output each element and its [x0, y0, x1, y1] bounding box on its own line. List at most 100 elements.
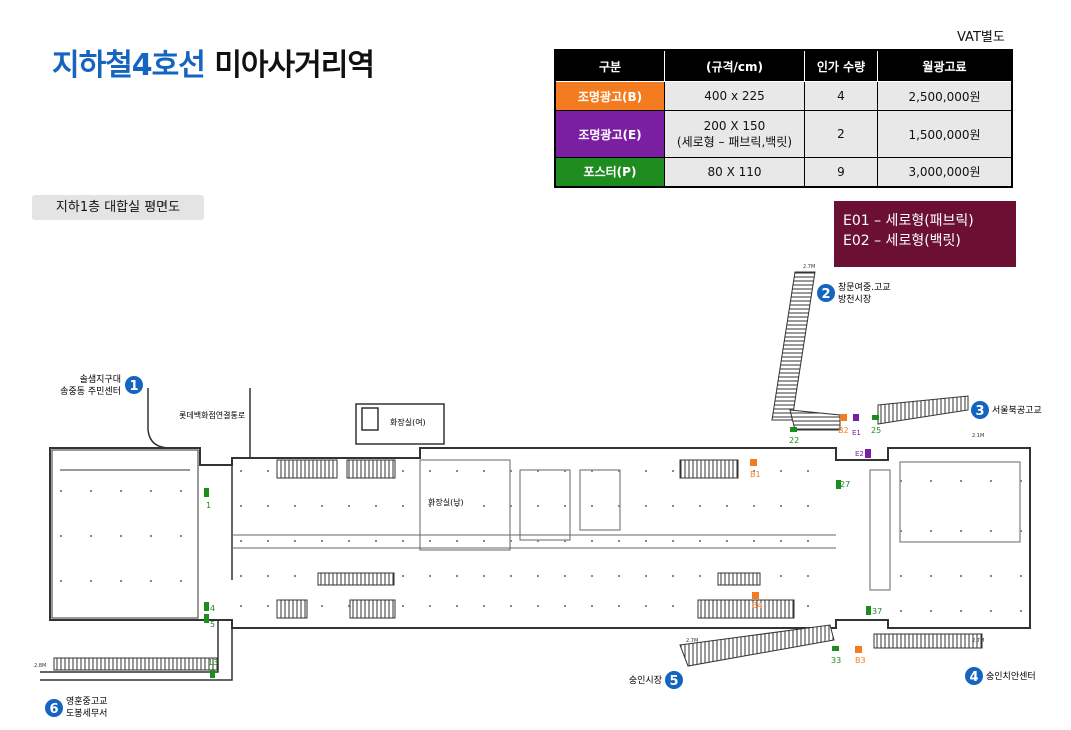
svg-text:1: 1	[206, 501, 211, 510]
interior-walls	[232, 459, 1021, 591]
column-dot	[900, 480, 902, 482]
column-dot	[90, 535, 92, 537]
column-dot	[960, 530, 962, 532]
column-dot	[456, 470, 458, 472]
legend-box: E01 – 세로형(패브릭) E02 – 세로형(백릿)	[834, 201, 1016, 267]
column-dot	[591, 575, 593, 577]
exit-5-number: 5	[669, 674, 678, 689]
lotte-passage-label: 롯데백화점연결통로	[179, 410, 245, 420]
size-text: 400 x 225	[704, 89, 765, 103]
column-dot	[564, 605, 566, 607]
column-dot	[402, 540, 404, 542]
column-dot	[618, 540, 620, 542]
column-dot	[483, 540, 485, 542]
column-dot	[699, 540, 701, 542]
column-dot	[537, 505, 539, 507]
price-table: 구분 (규격/cm) 인가 수량 월광고료 조명광고(B) 400 x 225 …	[554, 49, 1013, 188]
poster-marker-1: 1	[204, 488, 211, 510]
fee-cell: 1,500,000원	[877, 110, 1013, 158]
billboard-markers: B1 B2 B3 B4	[750, 414, 866, 665]
floor-plan-label: 지하1층 대합실 평면도	[32, 195, 204, 220]
svg-text:4: 4	[210, 604, 215, 613]
column-dot	[930, 610, 932, 612]
column-dot	[483, 505, 485, 507]
column-dot	[483, 605, 485, 607]
exit-2-label-1: 창문여중.고교	[838, 281, 891, 293]
column-dot	[726, 505, 728, 507]
svg-text:25: 25	[871, 426, 881, 435]
column-dot	[375, 505, 377, 507]
poster-marker-5: 5	[204, 614, 215, 629]
svg-text:5: 5	[210, 620, 215, 629]
column-dot	[240, 470, 242, 472]
svg-text:B1: B1	[750, 470, 761, 479]
column-dot	[402, 470, 404, 472]
legend-line-e02: E02 – 세로형(백릿)	[843, 233, 961, 249]
column-dot	[618, 605, 620, 607]
qty-cell: 9	[804, 157, 878, 187]
exit-1-label-1: 솔샘지구대	[80, 374, 121, 385]
svg-text:E1: E1	[852, 429, 861, 437]
exit-2-badge: 2 창문여중.고교 방천시장	[817, 281, 891, 305]
column-dot	[60, 580, 62, 582]
svg-text:22: 22	[789, 436, 799, 445]
stairs	[53, 271, 983, 671]
column-dot	[900, 530, 902, 532]
column-dot	[990, 480, 992, 482]
column-dot	[930, 530, 932, 532]
page-title: 지하철4호선 미아사거리역	[52, 40, 375, 84]
column-dot	[672, 605, 674, 607]
column-dot	[483, 575, 485, 577]
restroom-male-label: 화장실(남)	[428, 497, 464, 507]
exit-6-badge: 6 영훈중고교 도봉세무서	[45, 695, 107, 719]
size-cell: 400 x 225	[664, 81, 805, 111]
legend-line-e01: E01 – 세로형(패브릭)	[843, 213, 974, 229]
column-dot	[402, 505, 404, 507]
column-dot	[990, 530, 992, 532]
column-dot	[618, 470, 620, 472]
column-dot	[537, 540, 539, 542]
column-dot	[591, 540, 593, 542]
column-dot	[348, 540, 350, 542]
column-dot	[537, 605, 539, 607]
column-dot	[960, 575, 962, 577]
column-dot	[591, 505, 593, 507]
svg-text:B3: B3	[855, 656, 866, 665]
billboard-marker-b1: B1	[750, 459, 761, 479]
column-dot	[267, 540, 269, 542]
table-row: 포스터(P) 80 X 110 9 3,000,000원	[554, 157, 1013, 187]
column-dot	[1020, 530, 1022, 532]
exit-5-label-1: 숭인시장	[629, 675, 662, 686]
column-dot	[267, 605, 269, 607]
column-dot	[90, 580, 92, 582]
exit-2-number: 2	[821, 287, 830, 302]
concourse-walls	[49, 447, 1031, 629]
column-dot	[645, 575, 647, 577]
exit-4-number: 4	[969, 670, 978, 685]
column-dot	[807, 605, 809, 607]
column-dot	[456, 540, 458, 542]
price-table-header: 구분 (규격/cm) 인가 수량 월광고료	[554, 49, 1013, 82]
column-dot	[591, 605, 593, 607]
svg-text:27: 27	[840, 480, 850, 489]
exit-5-badge: 5 숭인시장	[629, 671, 683, 689]
svg-text:B2: B2	[838, 426, 849, 435]
column-dot	[456, 505, 458, 507]
column-dot	[429, 605, 431, 607]
column-dot	[807, 505, 809, 507]
size-cell: 80 X 110	[664, 157, 805, 187]
column-dot	[429, 505, 431, 507]
column-dot	[672, 470, 674, 472]
exit-6-label-2: 도봉세무서	[66, 708, 107, 719]
poster-markers: 1 4 5 13 22 25 27 33 37	[204, 415, 882, 678]
svg-text:B4: B4	[752, 601, 763, 610]
column-dot	[699, 505, 701, 507]
column-dot	[348, 505, 350, 507]
poster-marker-33: 33	[831, 646, 841, 665]
column-dot	[1020, 610, 1022, 612]
column-dot	[60, 535, 62, 537]
size-subtext: (세로형 – 패브릭,백릿)	[676, 134, 793, 149]
exit-4-label-1: 숭인치안센터	[986, 670, 1036, 682]
column-dot	[990, 575, 992, 577]
